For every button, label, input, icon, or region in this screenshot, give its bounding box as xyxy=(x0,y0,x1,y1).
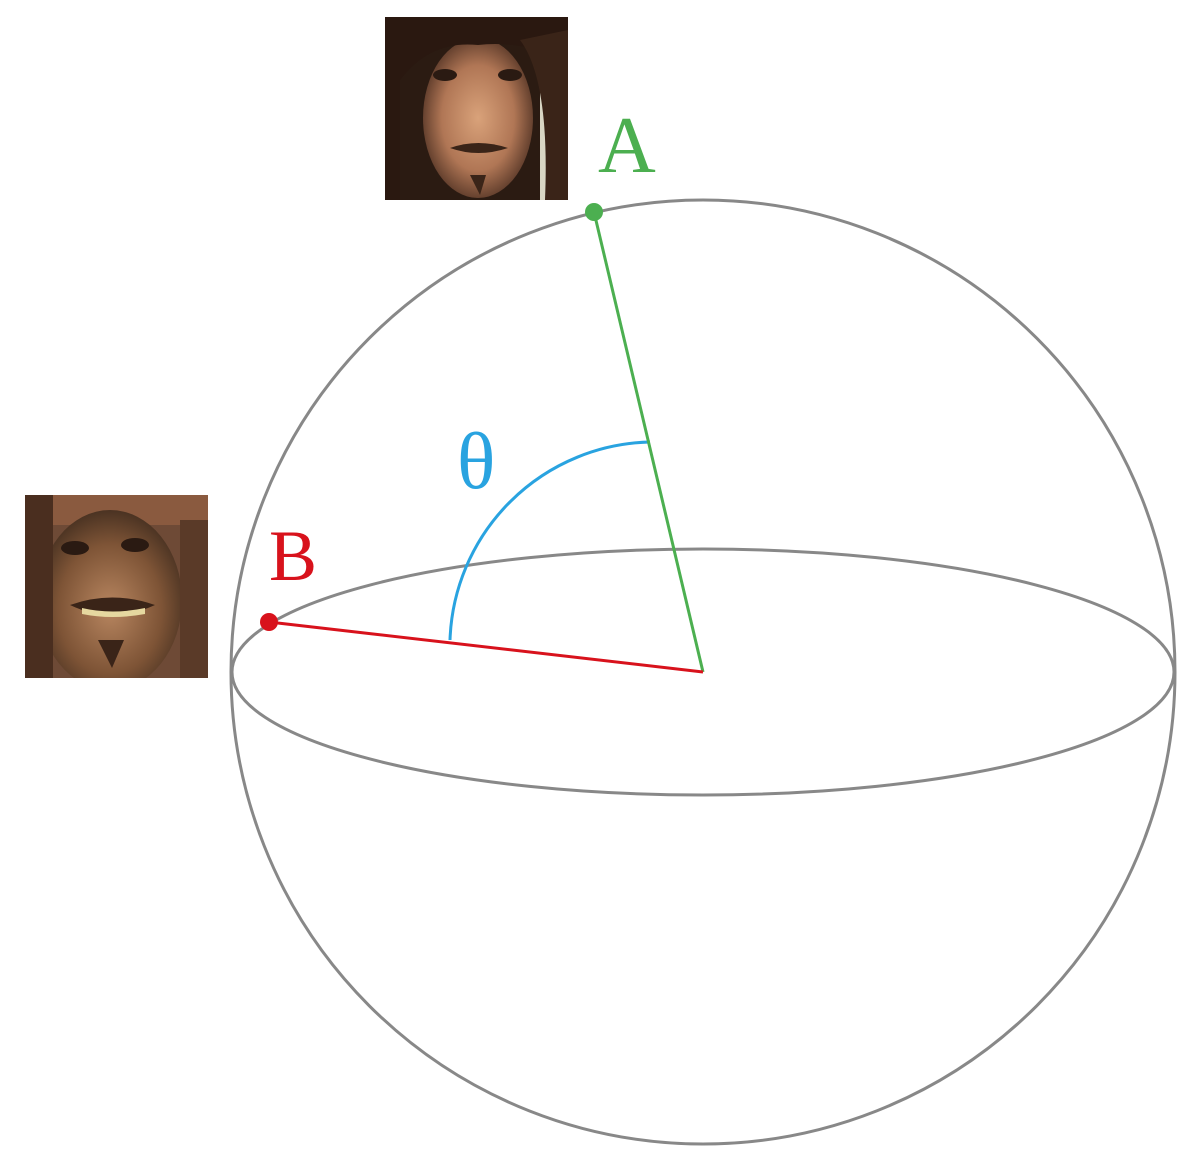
vector-a-line xyxy=(592,211,705,673)
top-portrait-photo xyxy=(385,17,568,200)
angle-arc xyxy=(448,440,651,641)
point-a-label: A xyxy=(598,102,656,190)
equator-ellipse xyxy=(230,547,1176,797)
point-a-marker xyxy=(585,203,603,221)
vector-b-line xyxy=(268,620,704,674)
point-b-label: B xyxy=(269,516,317,596)
angle-theta-label: θ xyxy=(457,418,495,506)
point-b-marker xyxy=(260,613,278,631)
sphere xyxy=(229,198,1177,1146)
left-portrait-photo xyxy=(25,495,208,678)
